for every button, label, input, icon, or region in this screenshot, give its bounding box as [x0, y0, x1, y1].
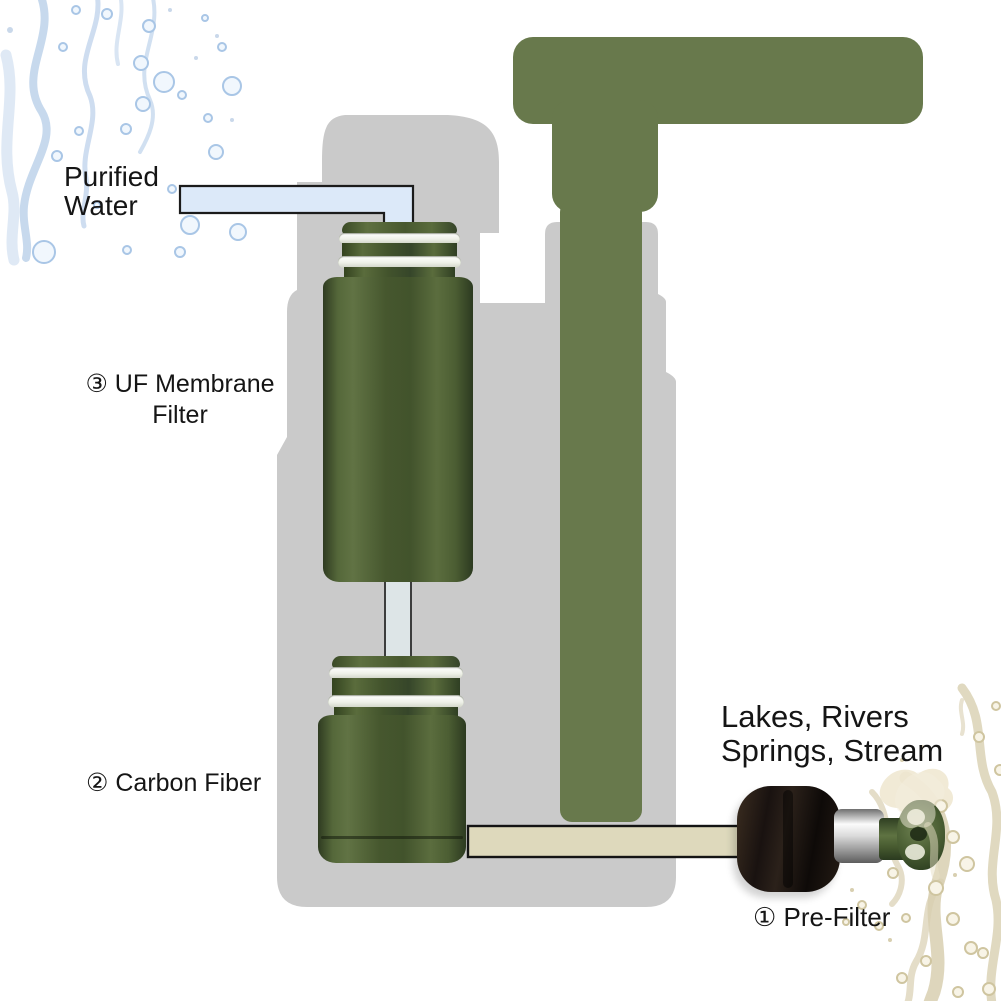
- carbon-fiber-label: ② Carbon Fiber: [86, 769, 262, 797]
- pump-handle-shaft: [560, 200, 642, 822]
- pre-filter-strainer-wheel: [897, 800, 945, 870]
- pre-filter-metal-collar: [834, 809, 884, 863]
- uf-filter-cap: [342, 222, 457, 234]
- pre-filter-foam-groove: [783, 790, 793, 888]
- uf-membrane-label: ③ UF Membrane Filter: [84, 369, 276, 431]
- purified-water-line2: Water: [64, 190, 138, 221]
- water-splash-top-left-icon: [0, 0, 247, 266]
- carbon-filter-thread-ring-2: [328, 695, 464, 708]
- water-source-line1: Lakes, Rivers: [721, 699, 909, 734]
- strainer-hole-top: [907, 809, 925, 825]
- core-connector-tube: [384, 578, 412, 662]
- purified-water-line1: Purified: [64, 161, 159, 192]
- strainer-hole-bottom: [905, 844, 925, 860]
- intake-hose: [466, 824, 760, 859]
- pre-filter-label: ① Pre-Filter: [753, 902, 891, 932]
- uf-filter-neck-lower: [344, 267, 455, 280]
- uf-membrane-line2: Filter: [152, 401, 208, 429]
- carbon-filter-body: [318, 715, 466, 863]
- purified-water-label: Purified Water: [64, 162, 159, 220]
- uf-membrane-line1: ③ UF Membrane: [85, 370, 275, 398]
- carbon-filter-groove: [321, 836, 463, 839]
- uf-filter-neck: [342, 243, 457, 257]
- water-source-line2: Springs, Stream: [721, 733, 944, 768]
- pre-filter-foam-float: [737, 786, 840, 892]
- carbon-filter-thread-ring-1: [329, 667, 463, 679]
- uf-filter-thread-ring-2: [338, 256, 461, 268]
- water-source-label: Lakes, Rivers Springs, Stream: [721, 700, 943, 768]
- pump-handle: [513, 37, 923, 822]
- pump-handle-junction: [552, 100, 658, 212]
- uf-filter-thread-ring-1: [339, 233, 460, 244]
- uf-filter-body: [323, 277, 473, 582]
- carbon-filter-cap: [332, 656, 460, 668]
- strainer-hub: [910, 827, 927, 841]
- carbon-filter-neck: [332, 678, 460, 697]
